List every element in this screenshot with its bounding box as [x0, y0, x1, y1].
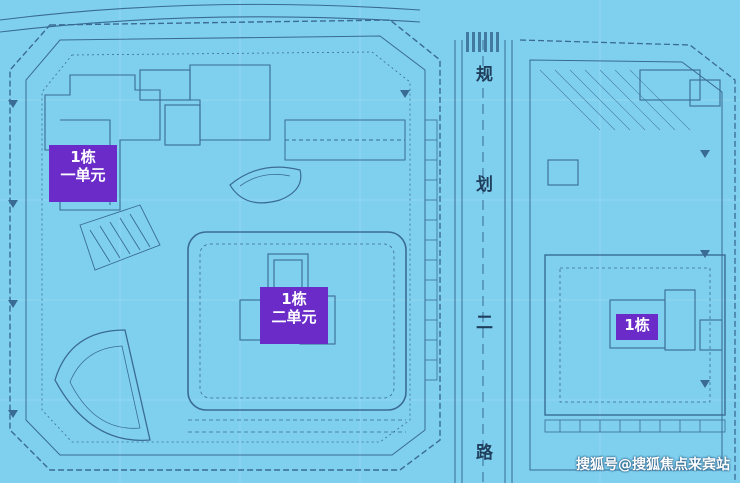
building-label-unit-1-line2: 一单元	[60, 166, 106, 184]
road-label-char-1: 规	[476, 65, 493, 85]
road-label-char-2: 划	[476, 175, 493, 195]
watermark: 搜狐号@搜狐焦点来宾站	[576, 457, 730, 473]
building-label-unit-2-line2: 二单元	[271, 308, 317, 326]
building-label-unit-2: 1栋 二单元	[260, 287, 328, 344]
building-label-unit-1: 1栋 一单元	[49, 145, 117, 202]
road-label-char-3: 二	[476, 313, 493, 333]
road-label-char-4: 路	[476, 443, 493, 463]
building-label-unit-3: 1栋	[616, 314, 658, 340]
building-label-unit-1-line1: 1栋	[70, 148, 96, 166]
building-label-unit-2-line1: 1栋	[281, 290, 307, 308]
